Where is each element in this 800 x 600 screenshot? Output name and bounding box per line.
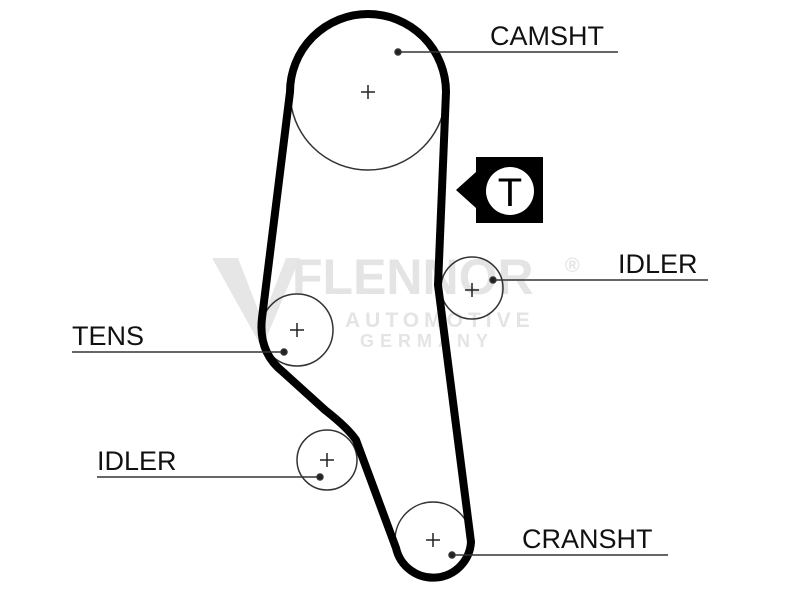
upper-idler-label: IDLER xyxy=(618,249,698,279)
watermark-line2: GERMANY xyxy=(360,331,494,351)
watermark-line1: AUTOMOTIVE xyxy=(345,309,535,332)
tension-marker-badge: T xyxy=(456,157,543,223)
crankshaft-label: CRANSHT xyxy=(522,524,653,554)
badge-letter: T xyxy=(498,171,522,215)
lower-idler-pulley xyxy=(296,429,358,491)
watermark-brand: FLENNOR xyxy=(292,249,534,305)
camshaft-label: CAMSHT xyxy=(490,21,604,51)
lower-idler-label: IDLER xyxy=(97,446,177,476)
watermark-registered: ® xyxy=(565,255,580,277)
center-marks xyxy=(290,85,479,547)
watermark-logo xyxy=(212,258,300,348)
timing-belt xyxy=(257,10,475,582)
tensioner-label: TENS xyxy=(72,321,144,351)
leader-lines xyxy=(72,48,708,559)
